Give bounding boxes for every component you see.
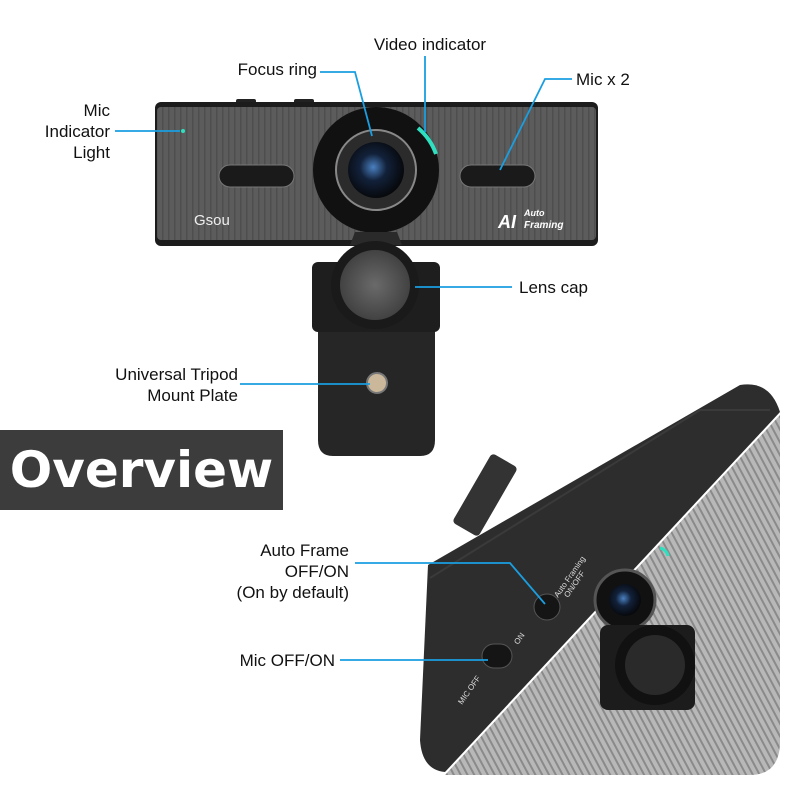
label-mic-switch: Mic OFF/ON xyxy=(239,651,335,670)
mic-indicator-light xyxy=(181,129,185,133)
callout-lines xyxy=(115,56,572,661)
brand-logo: Gsou xyxy=(194,212,230,229)
video-indicator-light xyxy=(416,126,438,155)
auto-frame-line-3: (On by default) xyxy=(236,583,349,602)
label-mic-indicator-light: Mic Indicator Light xyxy=(0,100,110,163)
lens xyxy=(348,142,404,198)
label-video-indicator: Video indicator xyxy=(373,35,487,54)
mic-indicator-line-3: Light xyxy=(73,143,110,162)
tripod-line-1: Universal Tripod xyxy=(115,365,238,384)
mic-indicator-line-1: Mic xyxy=(83,101,110,120)
mic-switch xyxy=(481,643,513,669)
ai-badge: AI xyxy=(497,212,517,232)
badge-auto: Auto xyxy=(523,208,545,218)
tripod-line-2: Mount Plate xyxy=(147,386,238,405)
tripod-screw-hole xyxy=(366,372,388,394)
label-mic-x2: Mic x 2 xyxy=(576,70,630,89)
webcam-front xyxy=(155,99,598,246)
mic-indicator-line-2: Indicator xyxy=(44,122,110,141)
badge-framing: Framing xyxy=(524,220,563,231)
auto-frame-button xyxy=(533,593,561,621)
label-focus-ring: Focus ring xyxy=(237,60,317,79)
label-tripod-mount: Universal Tripod Mount Plate xyxy=(0,364,238,406)
lens-cap xyxy=(331,232,419,329)
mic-grille-right xyxy=(459,164,536,188)
auto-frame-line-1: Auto Frame xyxy=(260,541,349,560)
mic-grille-left xyxy=(218,164,295,188)
overview-title: Overview xyxy=(0,430,283,510)
webcam-top-view xyxy=(420,384,780,775)
label-auto-frame: Auto Frame OFF/ON (On by default) xyxy=(0,540,349,603)
label-lens-cap: Lens cap xyxy=(519,278,588,297)
auto-frame-line-2: OFF/ON xyxy=(284,562,349,581)
